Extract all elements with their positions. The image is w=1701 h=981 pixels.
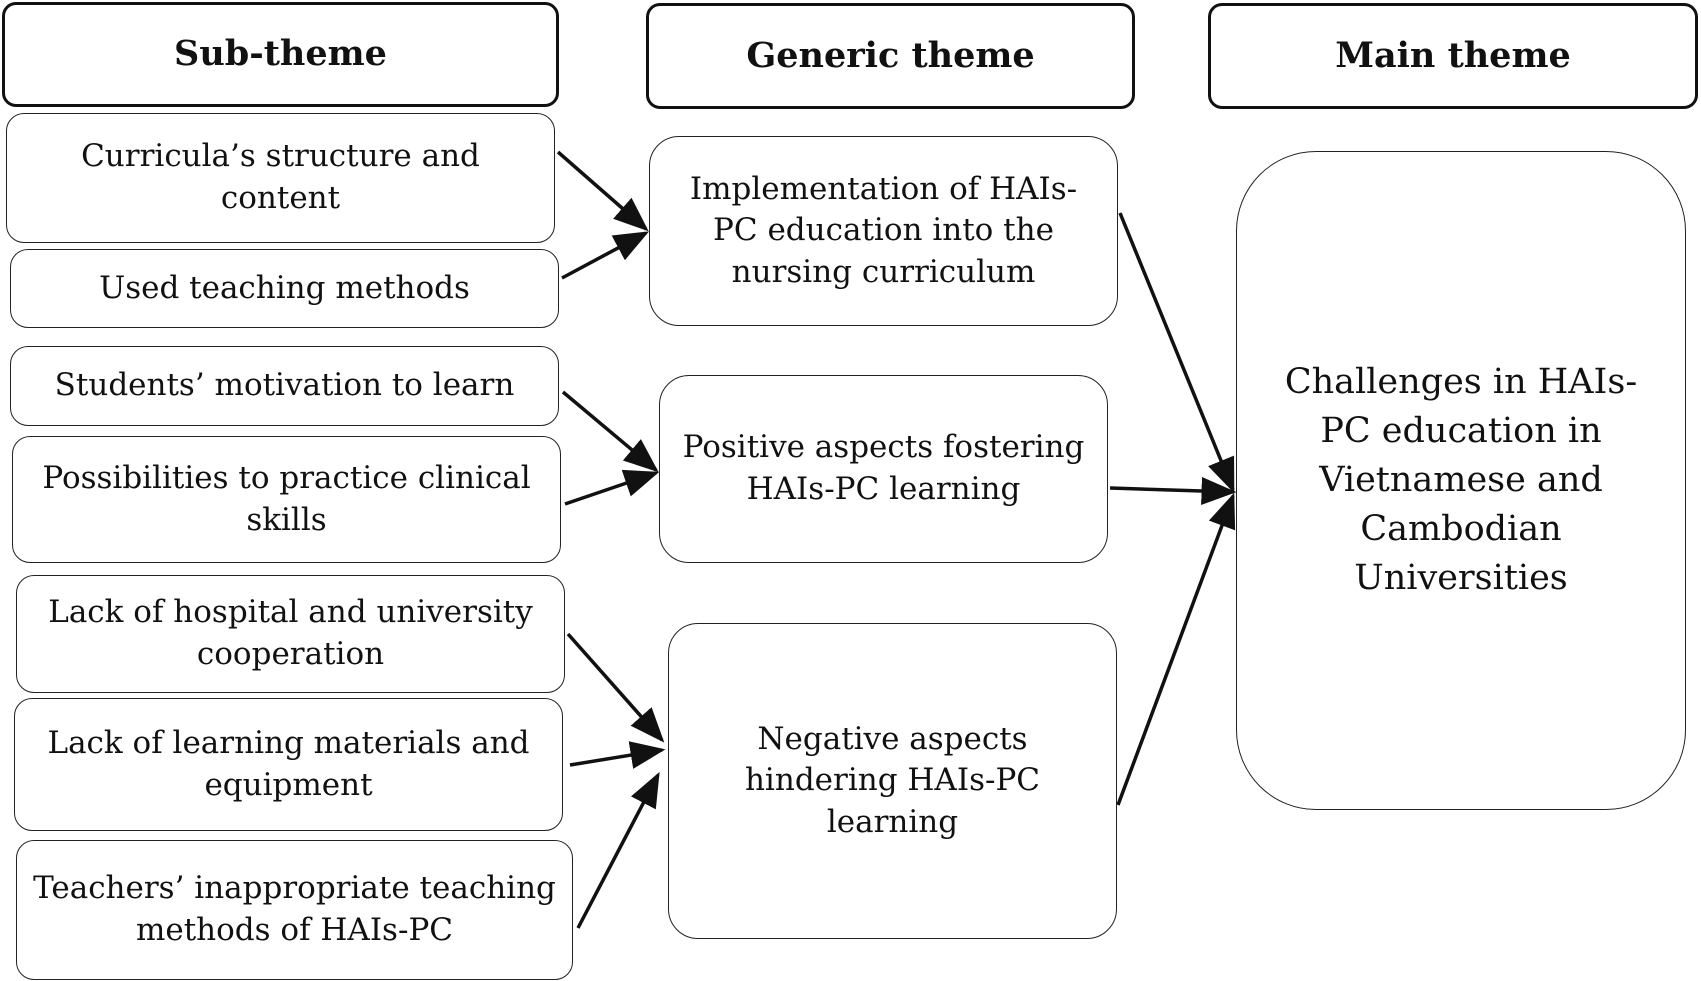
arrow-materials-to-negative: [569, 741, 666, 769]
header-sub-theme: Sub-theme: [2, 2, 559, 107]
sub-theme-student-motivation: Students’ motivation to learn: [10, 346, 559, 426]
header-main-theme: Main theme: [1208, 3, 1698, 109]
arrow-curricula-to-implementation: [556, 150, 649, 232]
sub-theme-hospital-cooperation: Lack of hospital and university cooperat…: [16, 575, 565, 693]
arrow-motivation-to-positive: [561, 390, 659, 473]
arrow-negative-to-main: [1116, 492, 1236, 806]
arrow-cooperation-to-negative: [566, 632, 665, 743]
sub-theme-inappropriate-teaching: Teachers’ inappropriate teaching methods…: [16, 840, 573, 980]
arrow-teaching-to-negative: [576, 771, 660, 929]
sub-theme-clinical-practice: Possibilities to practice clinical skill…: [12, 436, 561, 563]
arrow-positive-to-main: [1109, 476, 1237, 505]
generic-theme-positive-aspects: Positive aspects fostering HAIs-PC learn…: [659, 375, 1108, 563]
arrow-methods-to-implementation: [561, 231, 650, 280]
arrow-clinical-to-positive: [564, 469, 660, 506]
sub-theme-teaching-methods: Used teaching methods: [10, 249, 559, 328]
generic-theme-negative-aspects: Negative aspects hindering HAIs-PC learn…: [668, 623, 1117, 939]
arrow-implementation-to-main: [1118, 212, 1235, 494]
main-theme-challenges: Challenges in HAIs-PC education in Vietn…: [1236, 151, 1686, 810]
generic-theme-implementation: Implementation of HAIs-PC education into…: [649, 136, 1118, 326]
header-generic-theme: Generic theme: [646, 3, 1135, 109]
sub-theme-learning-materials: Lack of learning materials and equipment: [14, 698, 563, 831]
sub-theme-curricula-structure: Curricula’s structure and content: [6, 113, 555, 243]
